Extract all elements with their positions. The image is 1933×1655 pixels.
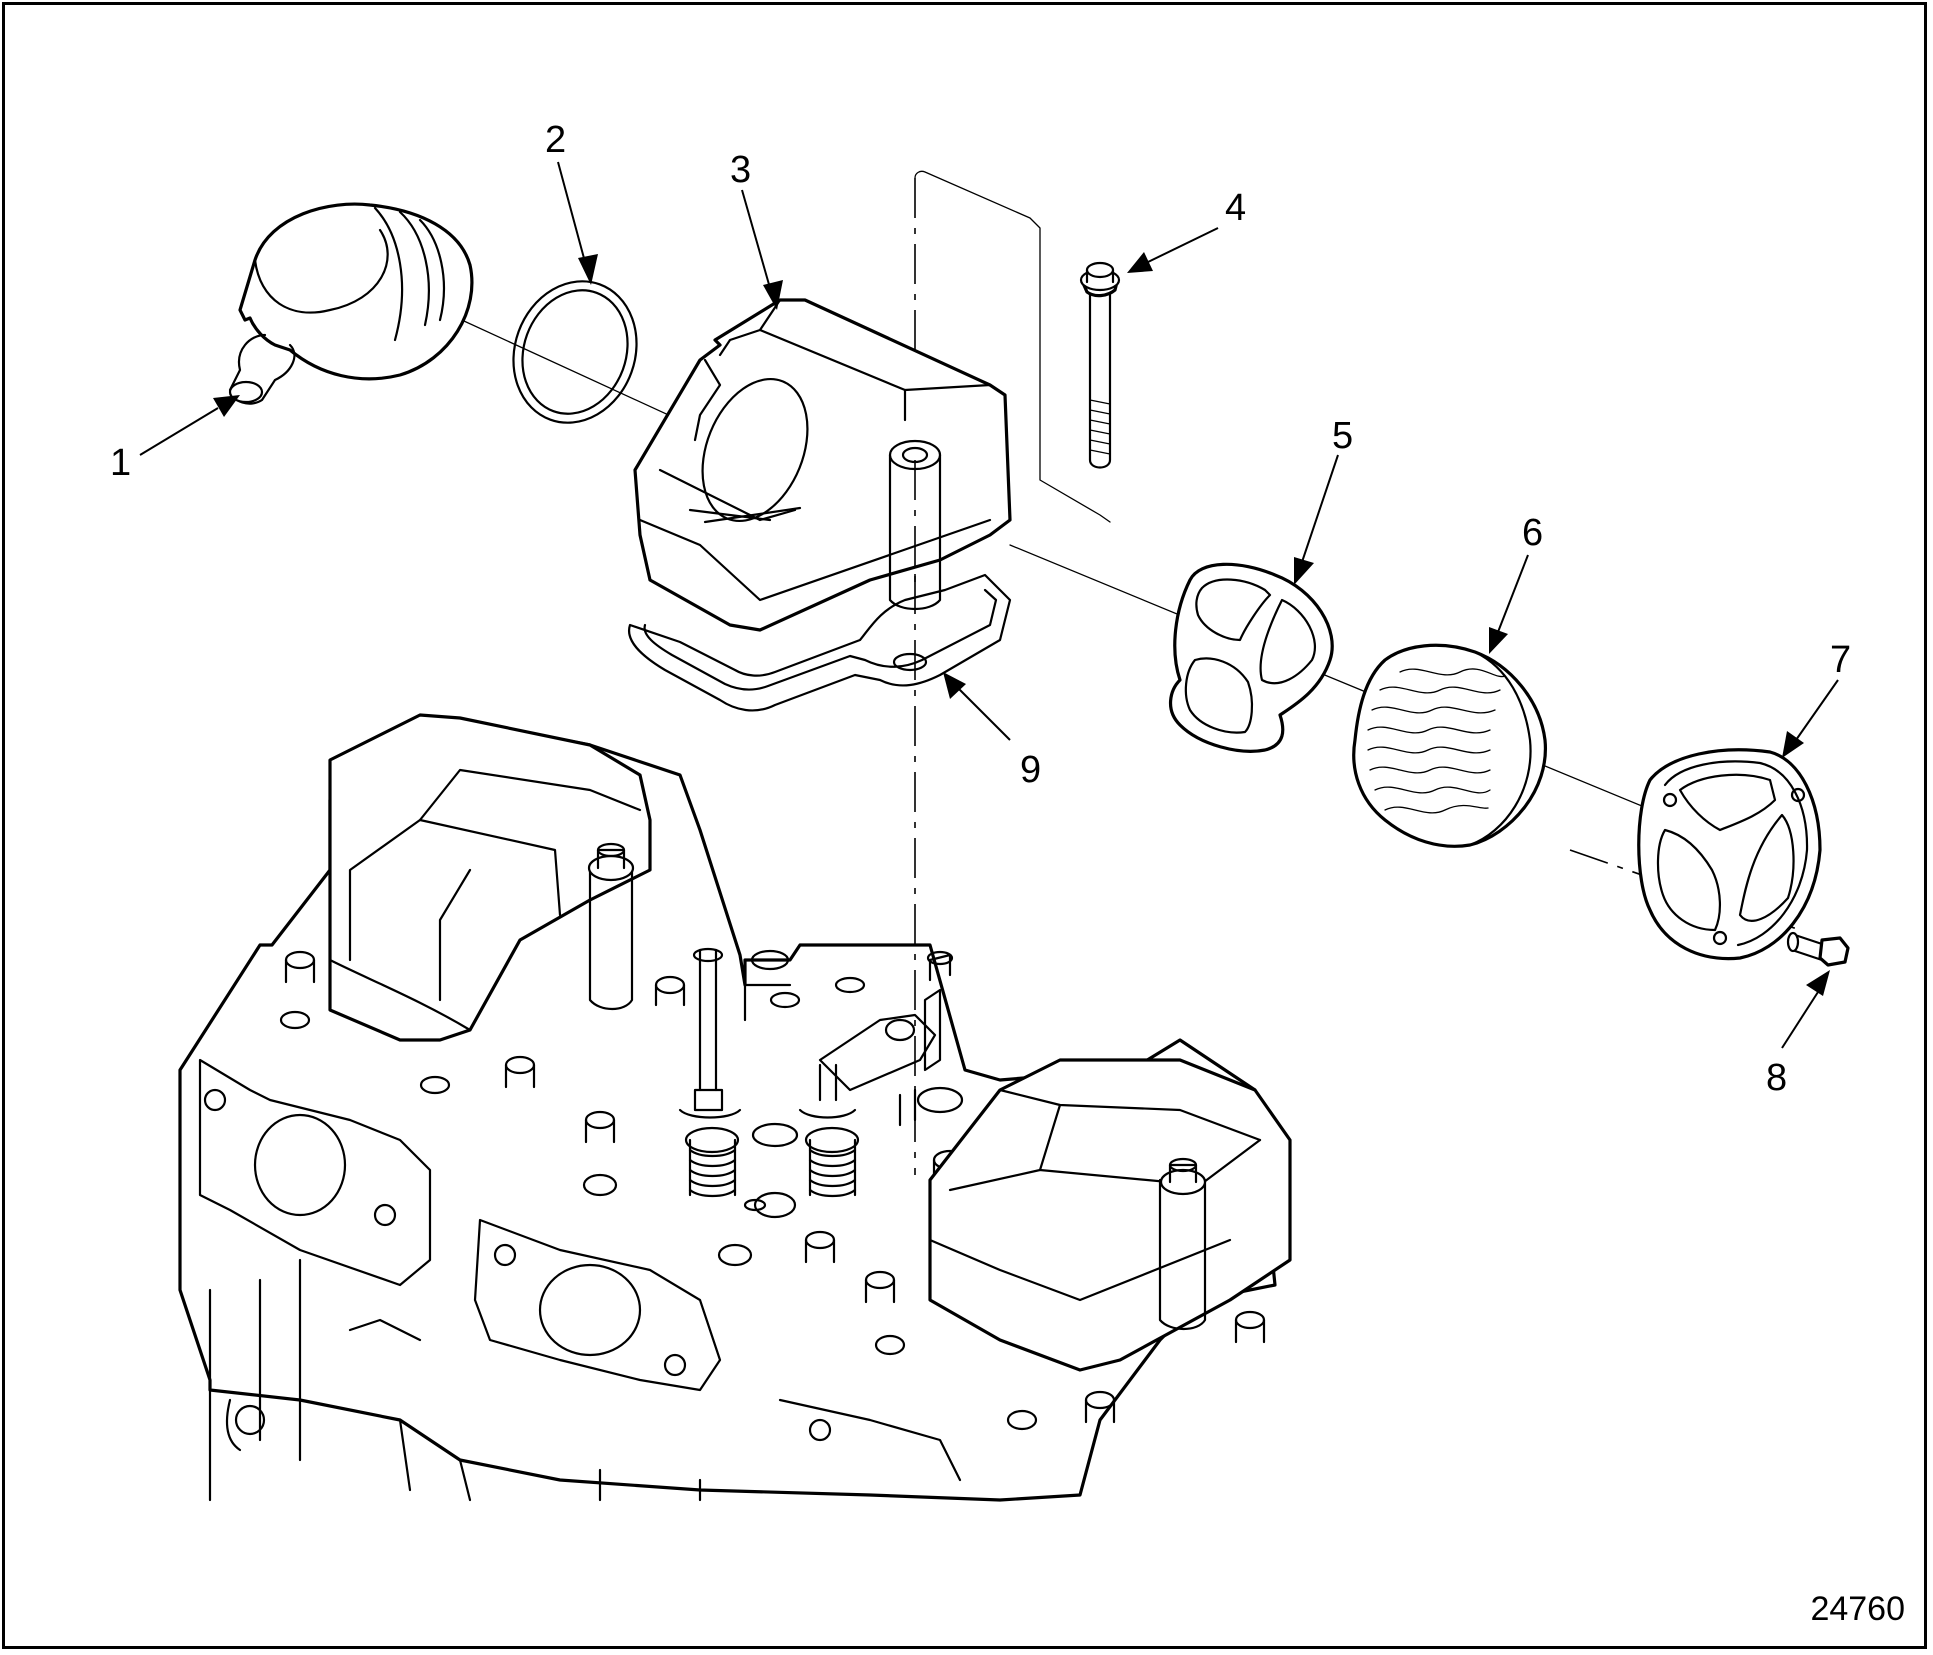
callout-6: 6: [1522, 512, 1543, 554]
callout-3: 3: [730, 149, 751, 191]
part-3-breather-housing: [633, 298, 1012, 632]
callout-5: 5: [1332, 415, 1353, 457]
callout-8: 8: [1766, 1057, 1787, 1099]
part-7-cover-plate: [1637, 748, 1822, 961]
figure-number: 24760: [1810, 1590, 1905, 1628]
part-4-bolt: [1079, 261, 1121, 469]
part-1-breather-elbow: [228, 202, 474, 405]
part-6-filter-element: [1352, 643, 1547, 848]
part-9-gasket: [627, 573, 1012, 712]
callout-leaders: [139, 161, 1839, 1049]
part-8-cap-screw: [1786, 931, 1850, 967]
callout-4: 4: [1225, 187, 1246, 229]
callout-7: 7: [1830, 639, 1851, 681]
part-2-o-ring: [512, 280, 638, 424]
callout-1: 1: [110, 442, 131, 484]
callout-9: 9: [1020, 749, 1041, 791]
part-5-inner-gasket: [1169, 562, 1334, 753]
cylinder-head-assembly: [178, 713, 1292, 1502]
callout-2: 2: [545, 119, 566, 161]
